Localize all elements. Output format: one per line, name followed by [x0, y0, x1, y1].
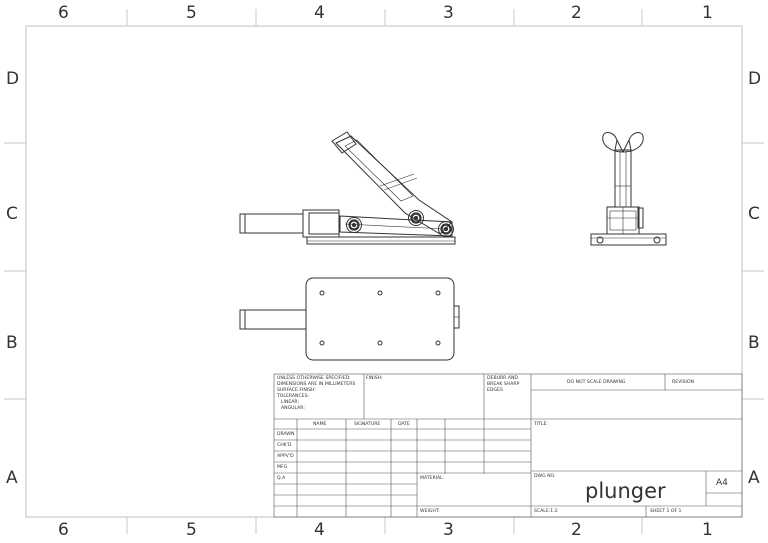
zone-col-4-bottom: 4	[314, 520, 325, 540]
col-signature: SIGNATURE	[354, 422, 381, 427]
zone-col-5-top: 5	[186, 3, 197, 23]
scale-label: SCALE:1:2	[534, 509, 558, 514]
zone-row-c-right: C	[748, 204, 760, 224]
deburr-line-2: BREAK SHARP	[487, 382, 520, 387]
row-drawn: DRAWN	[277, 432, 295, 437]
general-notes-line-5: LINEAR:	[281, 400, 299, 405]
deburr-line-1: DEBURR AND	[487, 376, 518, 381]
deburr-line-3: EDGES	[487, 388, 503, 393]
general-notes-line-4: TOLERANCES:	[277, 394, 310, 399]
zone-row-b-left: B	[6, 333, 18, 353]
zone-row-c-left: C	[6, 204, 18, 224]
row-checked: CHK'D	[277, 443, 292, 448]
side-view	[590, 132, 667, 246]
general-notes-line-3: SURFACE FINISH:	[277, 388, 317, 393]
sheet-size: A4	[716, 478, 728, 488]
zone-col-1-top: 1	[702, 3, 713, 23]
zone-col-6-top: 6	[58, 3, 69, 23]
zone-col-3-bottom: 3	[443, 520, 454, 540]
finish-label: FINISH:	[366, 376, 383, 381]
zone-row-d-right: D	[748, 69, 762, 89]
revision-label: REVISION	[672, 380, 694, 385]
row-approved: APPV'D	[277, 454, 294, 459]
sheet-label: SHEET 1 OF 1	[650, 509, 682, 514]
zone-row-a-right: A	[748, 468, 760, 488]
weight-label: WEIGHT:	[420, 509, 440, 514]
col-name: NAME	[313, 422, 327, 427]
col-date: DATE	[398, 422, 410, 427]
zone-ticks	[4, 9, 764, 534]
zone-row-d-left: D	[6, 69, 20, 89]
material-label: MATERIAL:	[420, 476, 445, 481]
zone-row-a-left: A	[6, 468, 18, 488]
front-view	[239, 131, 456, 245]
zone-col-6-bottom: 6	[58, 520, 69, 540]
general-notes-line-1: UNLESS OTHERWISE SPECIFIED:	[277, 376, 351, 381]
zone-col-2-bottom: 2	[571, 520, 582, 540]
zone-row-b-right: B	[748, 333, 760, 353]
part-name: plunger	[585, 479, 666, 503]
zone-col-3-top: 3	[443, 3, 454, 23]
top-view	[239, 277, 460, 361]
zone-col-5-bottom: 5	[186, 520, 197, 540]
row-qa: Q.A	[277, 476, 286, 481]
title-label: TITLE:	[534, 422, 548, 427]
zone-col-1-bottom: 1	[702, 520, 713, 540]
dwg-no-label: DWG NO.	[534, 474, 556, 479]
general-notes-line-6: ANGULAR:	[281, 406, 305, 411]
general-notes-line-2: DIMENSIONS ARE IN MILLIMETERS	[277, 382, 356, 387]
drawing-border	[25, 25, 743, 518]
row-mfg: MFG	[277, 465, 288, 470]
do-not-scale-label: DO NOT SCALE DRAWING	[567, 380, 626, 385]
title-block-grid	[273, 373, 743, 518]
zone-col-2-top: 2	[571, 3, 582, 23]
zone-col-4-top: 4	[314, 3, 325, 23]
